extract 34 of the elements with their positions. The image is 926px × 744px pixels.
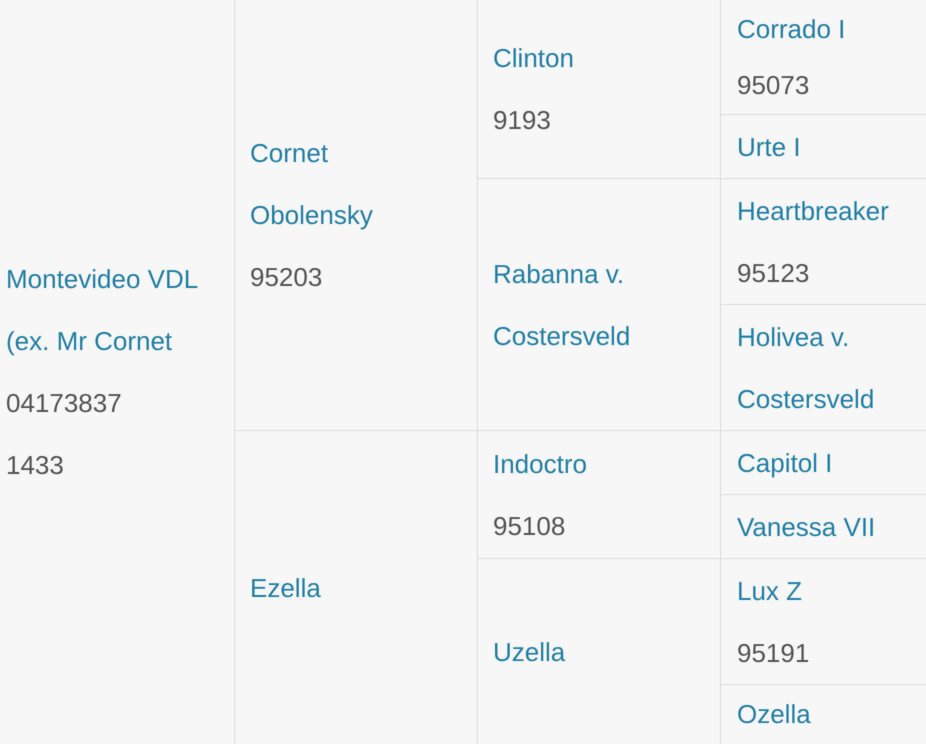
horse-name-link: Vanessa VII: [737, 510, 876, 544]
registration-number: 9193: [493, 104, 551, 137]
horse-name-link: Ozella: [737, 698, 811, 731]
horse-name-link: Uzella: [493, 636, 566, 668]
registration-number: 95123: [737, 256, 810, 290]
pedigree-cell: [477, 0, 720, 179]
pedigree-cell: [477, 431, 720, 559]
horse-name-link: Capitol I: [737, 446, 832, 480]
horse-name-link: Indoctro: [493, 448, 587, 480]
pedigree-cell: [720, 115, 926, 179]
registration-number: 95073: [737, 69, 810, 102]
horse-name-link: Rabanna v. Costersveld: [493, 258, 632, 352]
pedigree-cell: [720, 431, 926, 495]
registration-number: 95203: [250, 261, 322, 294]
pedigree-cell: [720, 305, 926, 431]
pedigree-cell: [720, 179, 926, 305]
horse-name-link: Ezella: [250, 572, 321, 604]
pedigree-cell: [720, 0, 926, 115]
registration-number: 95108: [493, 510, 566, 542]
horse-name-link: Cornet Obolensky: [250, 137, 374, 232]
pedigree-cell: [234, 0, 477, 431]
horse-name-link: Heartbreaker: [737, 194, 889, 228]
pedigree-cell: [720, 559, 926, 685]
horse-name-link: Urte I: [737, 130, 801, 164]
horse-name-link: Montevideo VDL (ex. Mr Cornet: [6, 263, 198, 358]
registration-number: 04173837: [6, 387, 122, 420]
pedigree-cell: [477, 179, 720, 431]
horse-name-link: Holivea v. Costersveld: [737, 320, 876, 416]
registration-number: 1433: [6, 449, 64, 482]
horse-name-link: Corrado I: [737, 13, 846, 46]
horse-name-link: Lux Z: [737, 574, 802, 608]
horse-name-link: Clinton: [493, 42, 574, 75]
registration-number: 95191: [737, 636, 810, 670]
pedigree-cell: [720, 495, 926, 559]
